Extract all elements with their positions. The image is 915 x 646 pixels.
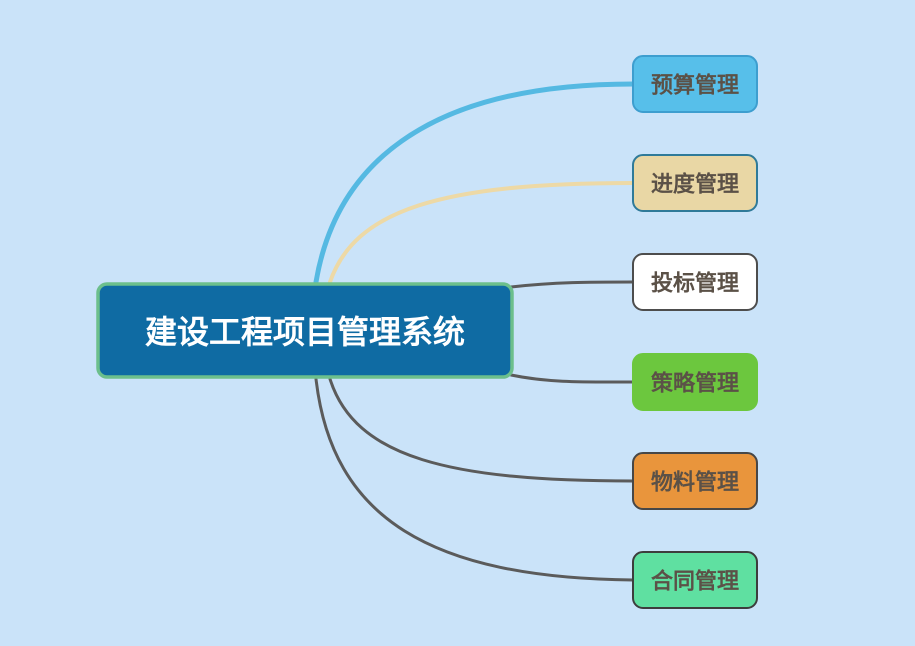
node-contract-box[interactable]	[632, 551, 758, 609]
connector-material	[328, 377, 635, 483]
node-strategy-box[interactable]	[632, 353, 758, 411]
node-root-label: 建设工程项目管理系统	[145, 314, 465, 350]
node-root-box[interactable]	[96, 282, 514, 379]
node-bidding-box[interactable]	[632, 253, 758, 311]
node-budget[interactable]: 预算管理	[632, 55, 758, 113]
node-root[interactable]: 建设工程项目管理系统	[96, 282, 514, 379]
node-contract-label: 合同管理	[651, 569, 739, 594]
connector-bidding	[509, 280, 635, 289]
node-budget-box[interactable]	[632, 55, 758, 113]
connector-budget	[313, 81, 636, 285]
node-material-label: 物料管理	[651, 470, 739, 495]
node-schedule-box[interactable]	[632, 154, 758, 212]
node-contract[interactable]: 合同管理	[632, 551, 758, 609]
node-bidding[interactable]: 投标管理	[632, 253, 758, 311]
node-material-box[interactable]	[632, 452, 758, 510]
node-bidding-label: 投标管理	[651, 271, 739, 296]
node-material[interactable]: 物料管理	[632, 452, 758, 510]
node-schedule[interactable]: 进度管理	[632, 154, 758, 212]
connector-schedule	[328, 181, 635, 284]
node-strategy[interactable]: 策略管理	[632, 353, 758, 411]
node-strategy-label: 策略管理	[651, 371, 739, 396]
node-schedule-label: 进度管理	[651, 172, 739, 197]
node-budget-label: 预算管理	[651, 73, 739, 98]
connector-contract	[314, 377, 635, 582]
connector-strategy	[509, 373, 635, 384]
